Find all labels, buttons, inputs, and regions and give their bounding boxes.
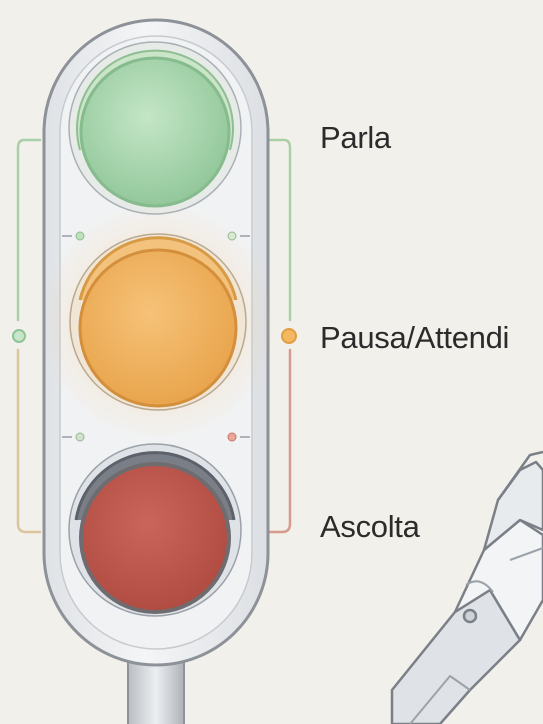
label-listen: Ascolta xyxy=(320,511,420,542)
robot-hand-icon xyxy=(392,452,543,724)
green-lamp xyxy=(69,42,241,214)
label-speak: Parla xyxy=(320,122,391,153)
red-lamp xyxy=(69,444,241,616)
amber-lamp xyxy=(40,204,276,440)
label-pause-wait: Pausa/Attendi xyxy=(320,322,509,353)
left-bracket xyxy=(13,140,40,532)
